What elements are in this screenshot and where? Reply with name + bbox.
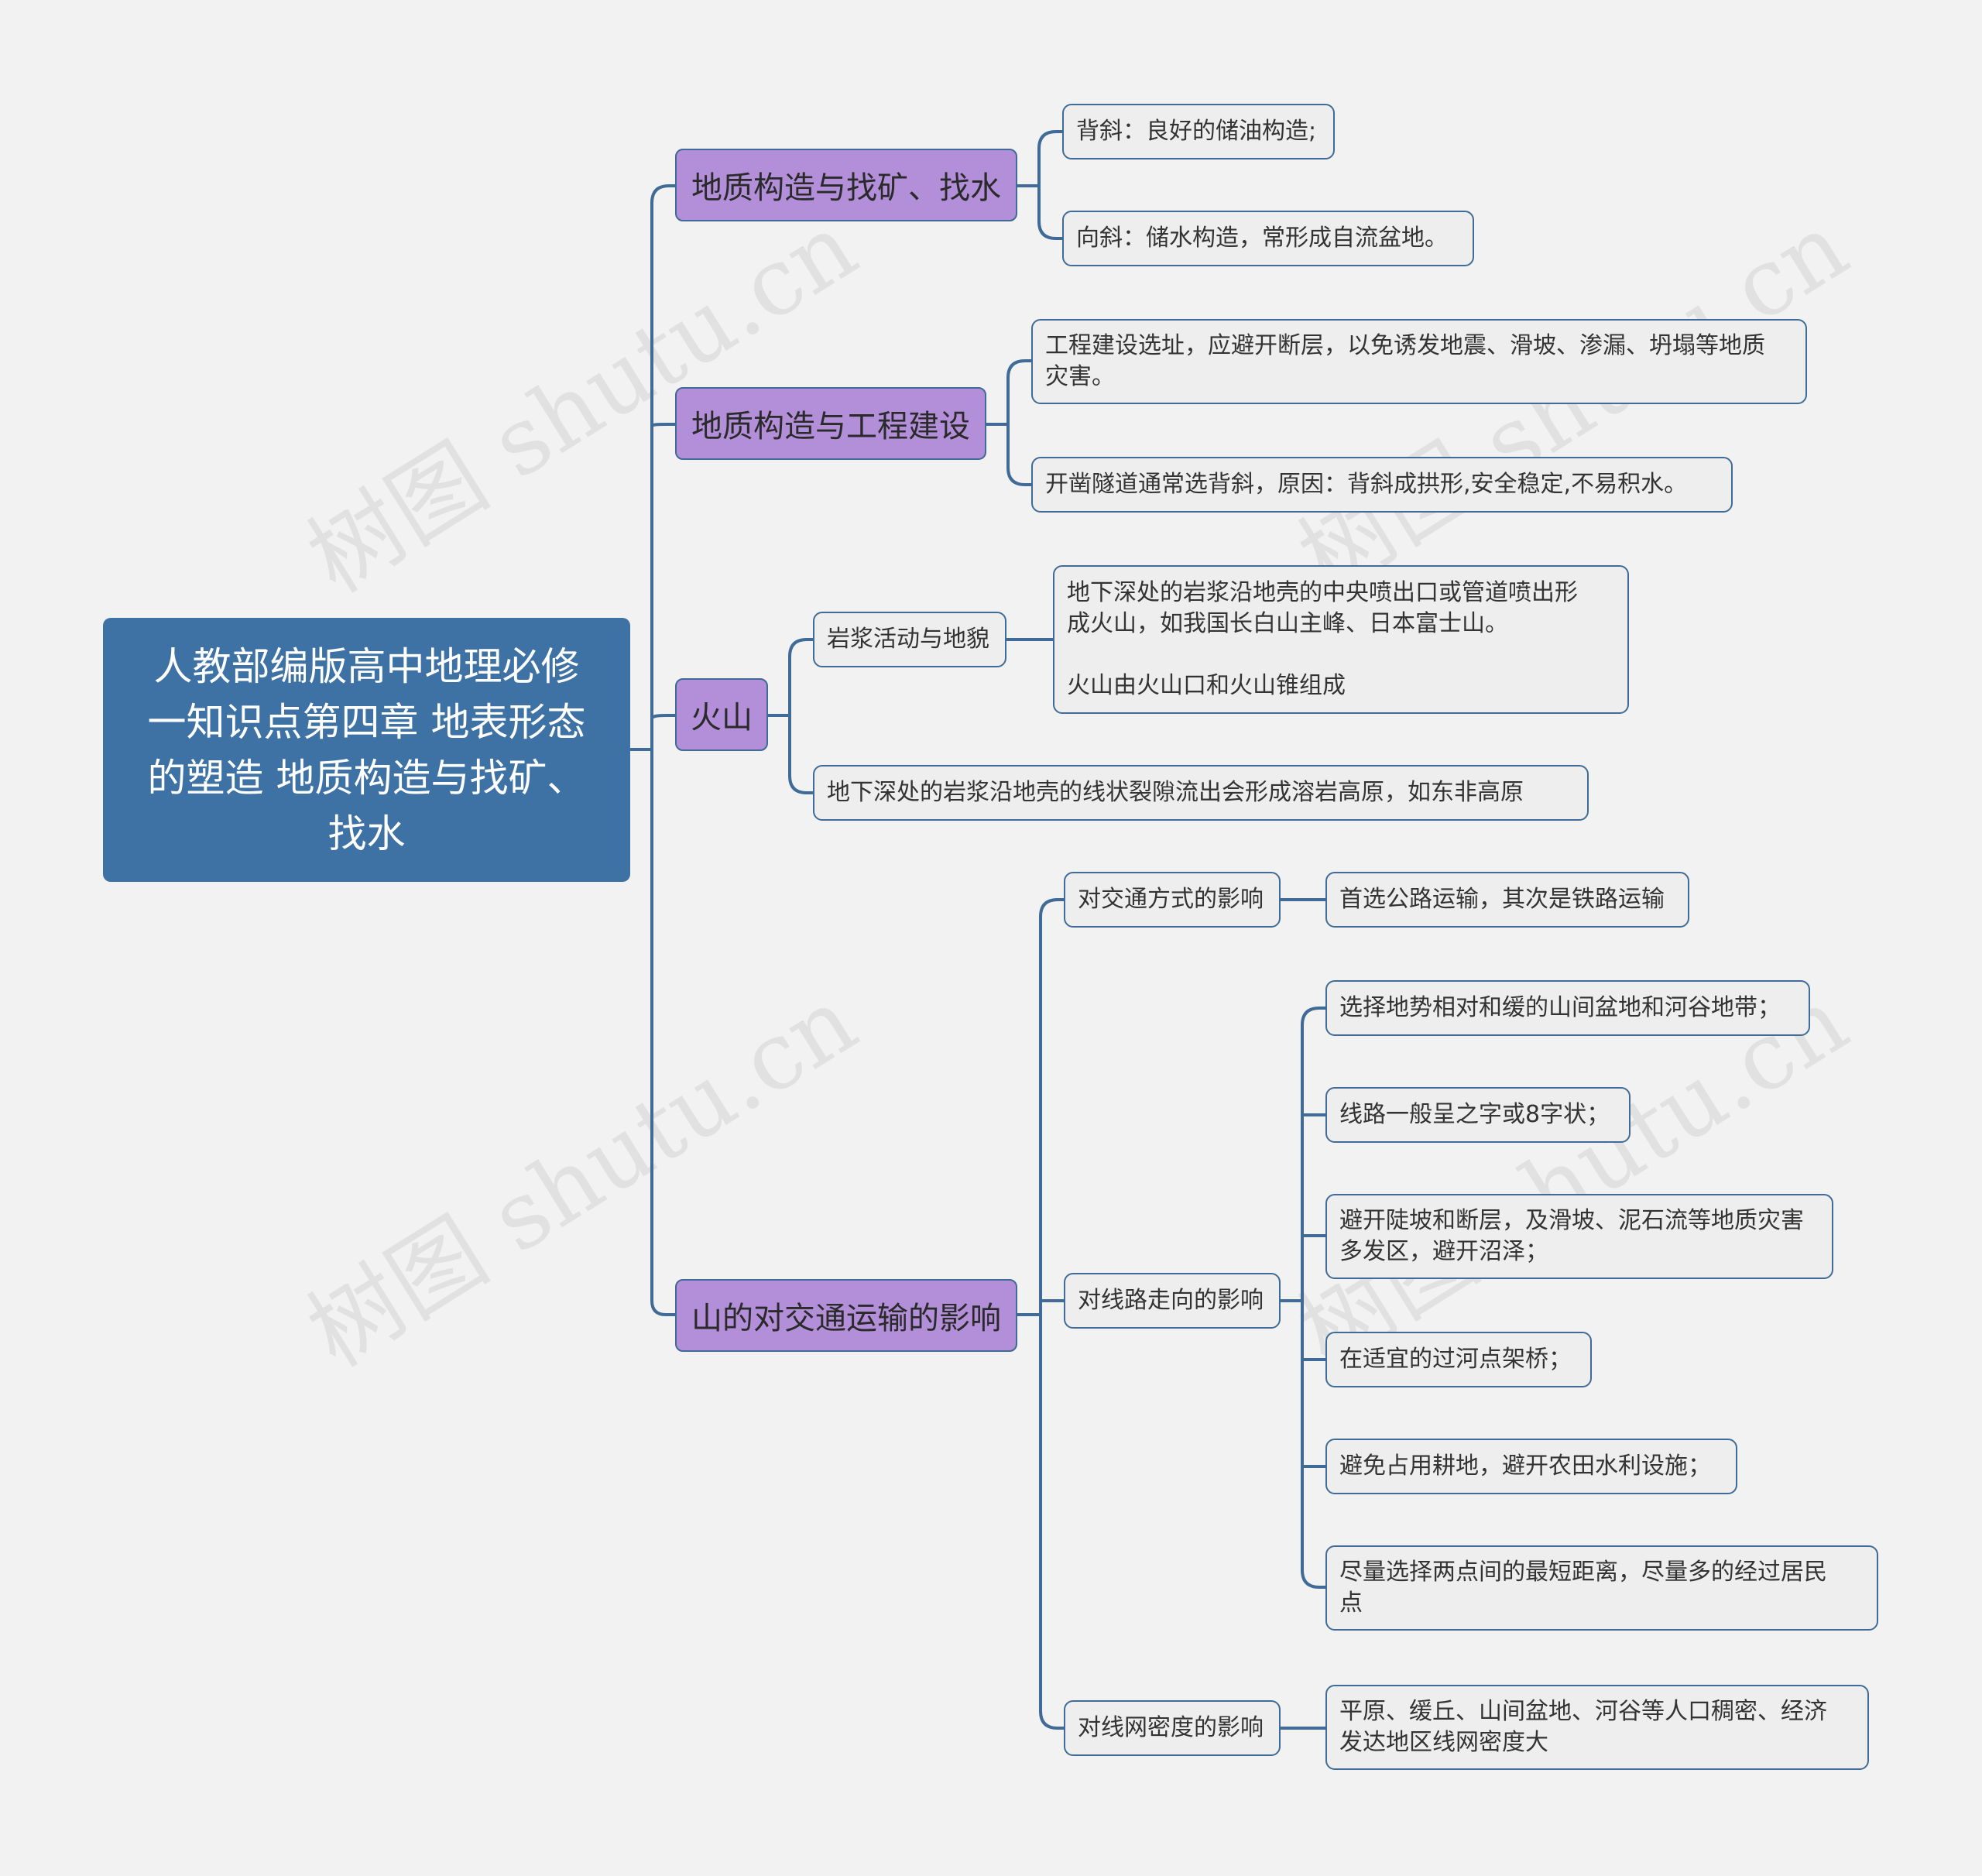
leaf-road-first[interactable]: 首选公路运输，其次是铁路运输 [1325, 872, 1689, 928]
link-root-trunk [630, 184, 675, 1316]
link-b4 [1017, 898, 1064, 1730]
sub-magma-landform[interactable]: 岩浆活动与地貌 [813, 612, 1006, 667]
leaf-site-selection[interactable]: 工程建设选址，应避开断层，以免诱发地震、滑坡、渗漏、坍塌等地质 灾害。 [1031, 319, 1807, 404]
link-b2 [986, 359, 1031, 486]
link-b4-sub2 [1281, 1007, 1325, 1589]
sub-route-direction[interactable]: 对线路走向的影响 [1064, 1273, 1281, 1329]
leaf-tunnel[interactable]: 开凿隧道通常选背斜，原因：背斜成拱形,安全稳定,不易积水。 [1031, 457, 1733, 513]
leaf-lava-plateau[interactable]: 地下深处的岩浆沿地壳的线状裂隙流出会形成溶岩高原，如东非高原 [813, 765, 1589, 821]
leaf-volcano-formation[interactable]: 地下深处的岩浆沿地壳的中央喷出口或管道喷出形 成火山，如我国长白山主峰、日本富士… [1053, 565, 1629, 714]
leaf-density-plain[interactable]: 平原、缓丘、山间盆地、河谷等人口稠密、经济 发达地区线网密度大 [1325, 1685, 1869, 1770]
sub-network-density[interactable]: 对线网密度的影响 [1064, 1700, 1281, 1756]
link-b1 [1017, 130, 1062, 240]
leaf-route-avoid-hazard[interactable]: 避开陡坡和断层，及滑坡、泥石流等地质灾害 多发区，避开沼泽； [1325, 1194, 1833, 1279]
sub-transport-mode[interactable]: 对交通方式的影响 [1064, 872, 1281, 928]
root-topic[interactable]: 人教部编版高中地理必修 一知识点第四章 地表形态 的塑造 地质构造与找矿、 找水 [103, 618, 630, 882]
leaf-route-shortest[interactable]: 尽量选择两点间的最短距离，尽量多的经过居民 点 [1325, 1545, 1878, 1631]
leaf-route-farmland[interactable]: 避免占用耕地，避开农田水利设施； [1325, 1439, 1737, 1494]
leaf-syncline-water[interactable]: 向斜：储水构造，常形成自流盆地。 [1062, 211, 1474, 266]
branch-transport[interactable]: 山的对交通运输的影响 [675, 1279, 1017, 1352]
leaf-route-bridge[interactable]: 在适宜的过河点架桥； [1325, 1332, 1592, 1387]
branch-volcano[interactable]: 火山 [675, 678, 768, 751]
link-b3 [768, 638, 1053, 794]
leaf-route-zigzag[interactable]: 线路一般呈之字或8字状； [1325, 1087, 1631, 1143]
branch-prospecting[interactable]: 地质构造与找矿、找水 [675, 149, 1017, 221]
branch-engineering[interactable]: 地质构造与工程建设 [675, 387, 986, 460]
leaf-route-basin[interactable]: 选择地势相对和缓的山间盆地和河谷地带； [1325, 980, 1810, 1036]
leaf-anticline-oil[interactable]: 背斜：良好的储油构造; [1062, 104, 1335, 159]
